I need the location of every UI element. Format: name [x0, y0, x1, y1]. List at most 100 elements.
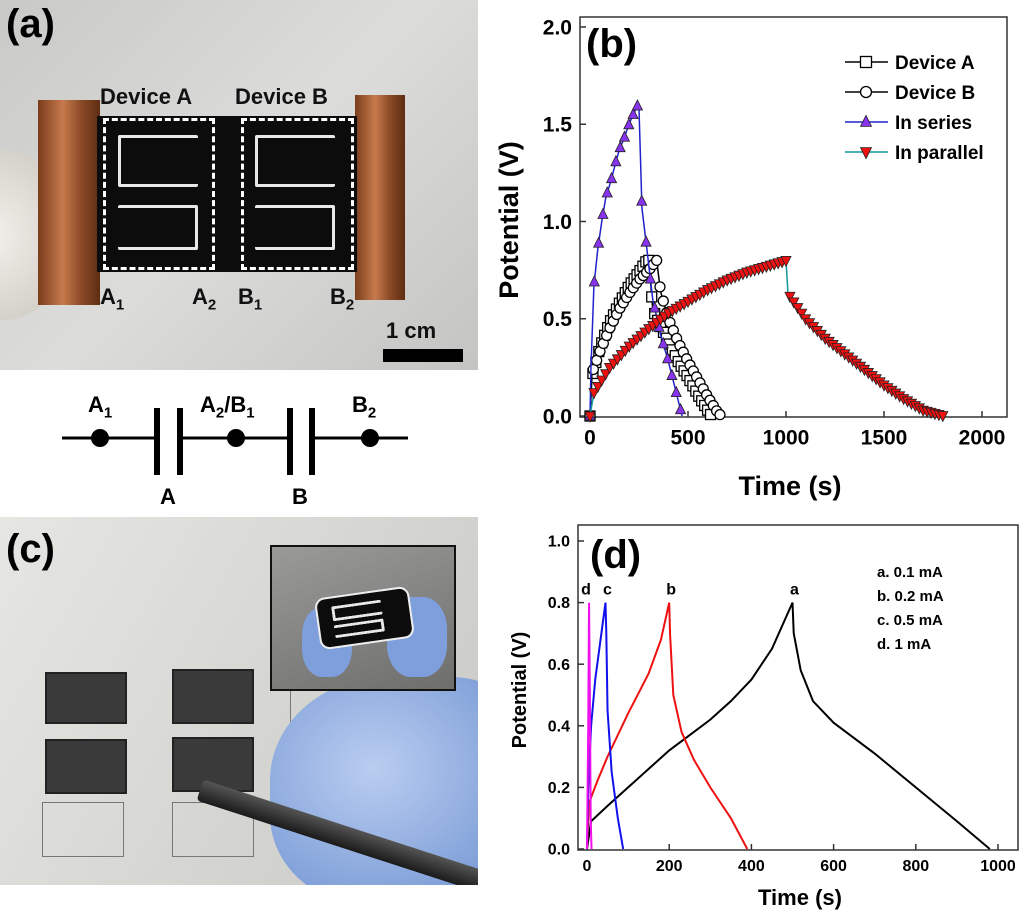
data-point: [614, 140, 626, 153]
y-tick-label: 0.5: [543, 308, 573, 331]
x-axis-label: Time (s): [738, 471, 841, 501]
scale-bar: [383, 349, 463, 362]
device-b-label: Device B: [235, 84, 328, 109]
legend-label: In series: [895, 113, 972, 134]
device-photo: (a) Device A Device B A1 A2 B1 B2 1 cm: [0, 0, 478, 370]
node-b2-label: B2: [352, 392, 377, 422]
x-tick-label: 200: [656, 858, 683, 875]
curve-label: d: [581, 582, 591, 599]
electrode-a-top: [118, 135, 198, 187]
data-point: [600, 369, 612, 381]
y-tick-label: 0.4: [548, 718, 570, 735]
x-tick-label: 0: [584, 426, 596, 449]
legend-label: In parallel: [895, 143, 984, 164]
x-tick-label: 1000: [980, 858, 1016, 875]
x-tick-label: 2000: [959, 426, 1006, 449]
data-point: [937, 411, 949, 423]
panel-label-d: (d): [590, 533, 641, 577]
outline-electrode: [42, 802, 124, 857]
legend-label: d. 1 mA: [877, 636, 931, 653]
y-tick-label: 0.0: [543, 405, 572, 428]
data-point: [654, 281, 666, 293]
x-tick-label: 400: [738, 858, 765, 875]
pencil-drawing-photo: (c): [0, 517, 478, 885]
data-point: [859, 114, 873, 127]
panel-label-a: (a): [6, 2, 55, 46]
legend-label: c. 0.5 mA: [877, 612, 943, 629]
data-point: [792, 303, 804, 315]
electrode-b-bottom: [255, 205, 335, 250]
x-tick-label: 0: [583, 858, 592, 875]
curve-label: c: [603, 582, 612, 599]
y-axis-label: Potential (V): [494, 141, 524, 299]
terminal-b1: B1: [238, 284, 263, 314]
x-tick-label: 600: [820, 858, 847, 875]
legend-label: a. 0.1 mA: [877, 564, 943, 581]
terminal-a2: A2: [192, 284, 217, 314]
x-tick-label: 1500: [861, 426, 908, 449]
data-point: [859, 147, 873, 160]
y-tick-label: 1.5: [543, 114, 573, 137]
data-point: [780, 255, 792, 268]
series-line: [586, 602, 625, 850]
terminal-a1: A1: [100, 284, 125, 314]
node-dot: [227, 429, 245, 447]
data-point: [588, 275, 600, 287]
legend-label: Device B: [895, 83, 975, 104]
scale-bar-label: 1 cm: [386, 318, 437, 343]
series-line: [586, 602, 593, 850]
inset-photo: [270, 545, 456, 691]
capacitor-a-label: A: [160, 484, 176, 509]
data-point: [666, 368, 678, 380]
data-point: [661, 351, 674, 364]
x-tick-label: 1000: [763, 426, 810, 449]
x-axis-label: Time (s): [758, 885, 842, 910]
capacitor-b-label: B: [292, 484, 308, 509]
drawn-electrode: [45, 672, 127, 724]
legend-label: b. 0.2 mA: [877, 588, 944, 605]
data-point: [859, 85, 873, 99]
drawn-electrode: [172, 669, 254, 724]
plot-frame: [579, 16, 1008, 418]
device-a-label: Device A: [100, 84, 193, 109]
data-point: [657, 336, 669, 349]
y-axis-label: Potential (V): [510, 632, 531, 749]
data-point: [657, 295, 669, 307]
data-point: [605, 171, 618, 184]
data-point: [796, 308, 808, 321]
y-tick-label: 1.0: [543, 211, 572, 234]
data-point: [597, 207, 609, 219]
series-line: [586, 602, 749, 850]
legend-label: Device A: [895, 53, 975, 74]
y-tick-label: 0.6: [548, 657, 570, 674]
curve-label: a: [790, 582, 799, 599]
panel-label-b: (b): [586, 22, 637, 66]
device-b-box: [241, 118, 354, 270]
data-point: [627, 107, 639, 119]
data-point: [618, 130, 631, 142]
data-point: [596, 375, 608, 387]
data-point: [649, 301, 661, 313]
data-point: [859, 55, 873, 69]
data-point: [670, 385, 682, 398]
data-point: [623, 117, 635, 130]
circuit-wires: [62, 408, 408, 475]
y-tick-label: 0.0: [548, 842, 570, 859]
data-point: [592, 381, 604, 394]
data-point: [601, 186, 613, 198]
x-tick-label: 800: [902, 858, 929, 875]
data-point: [650, 254, 663, 267]
drawn-electrode: [45, 739, 127, 794]
y-tick-label: 0.2: [548, 780, 570, 797]
y-tick-label: 2.0: [543, 16, 572, 39]
device-a-box: [103, 118, 215, 270]
copper-tab-left: [38, 100, 100, 305]
data-point: [588, 388, 600, 400]
node-dot: [361, 429, 379, 447]
curve-label: b: [666, 582, 676, 599]
y-tick-label: 1.0: [548, 534, 570, 551]
data-point: [631, 99, 644, 111]
device-strip: [97, 116, 357, 272]
node-a1-label: A1: [88, 392, 113, 422]
